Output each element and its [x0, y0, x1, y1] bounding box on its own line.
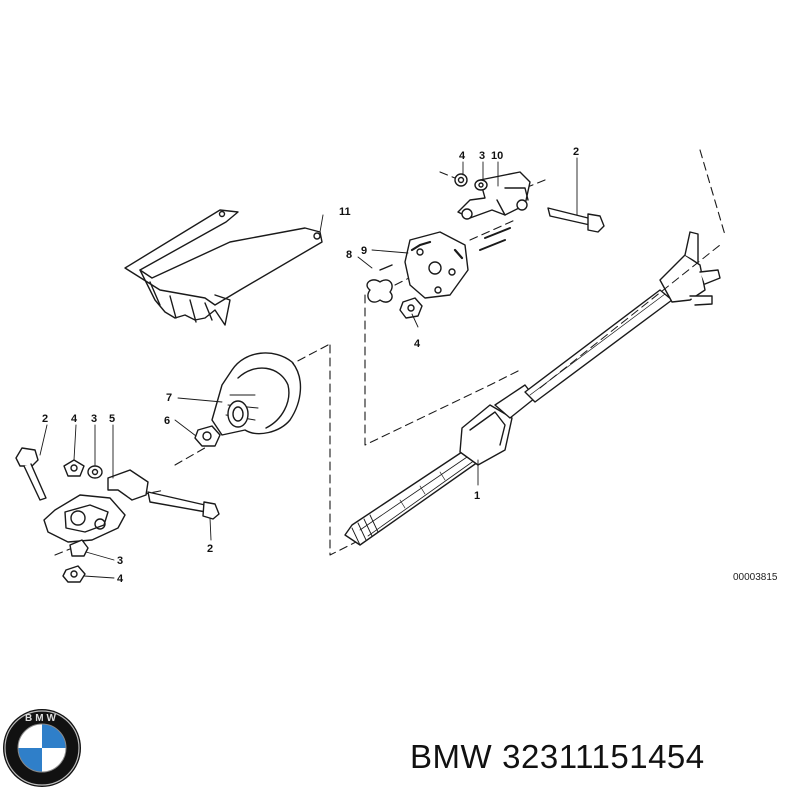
- callout-4-lower: 4: [117, 573, 124, 585]
- bmw-logo-text: BMW: [25, 713, 59, 724]
- callout-1: 1: [474, 490, 480, 502]
- caption-brand: BMW: [410, 738, 493, 775]
- upper-coupling: [366, 171, 605, 319]
- bracket-part-11: [124, 209, 323, 326]
- callout-4-upper: 4: [459, 150, 466, 162]
- callout-2-upper: 2: [573, 146, 579, 158]
- callout-3-lower: 3: [117, 555, 123, 567]
- callout-5: 5: [109, 413, 115, 425]
- callout-2-lower: 2: [207, 543, 213, 555]
- lower-universal-joint: [15, 447, 220, 583]
- rubber-boot-part-7: [194, 352, 302, 447]
- callout-11: 11: [339, 206, 351, 218]
- callout-2-left: 2: [42, 413, 48, 425]
- caption-part-number: 32311151454: [502, 738, 705, 775]
- callout-6: 6: [164, 415, 170, 427]
- callout-4-left: 4: [71, 413, 78, 425]
- callout-8: 8: [346, 249, 352, 261]
- callout-3-upper: 3: [479, 150, 485, 162]
- callouts: 2 4 3 10 11 8 9 4 7 6 1 2 4 3 5 3 4 2 00…: [42, 146, 778, 585]
- callout-4-middle: 4: [414, 338, 421, 350]
- callout-7: 7: [166, 392, 172, 404]
- leader-lines: [39, 157, 578, 579]
- callout-3-left: 3: [91, 413, 97, 425]
- callout-10: 10: [491, 150, 503, 162]
- callout-9: 9: [361, 245, 367, 257]
- steering-shaft-part-1: [344, 231, 721, 546]
- diagram-reference-number: 00003815: [733, 572, 778, 583]
- bmw-logo: BMW: [3, 709, 81, 787]
